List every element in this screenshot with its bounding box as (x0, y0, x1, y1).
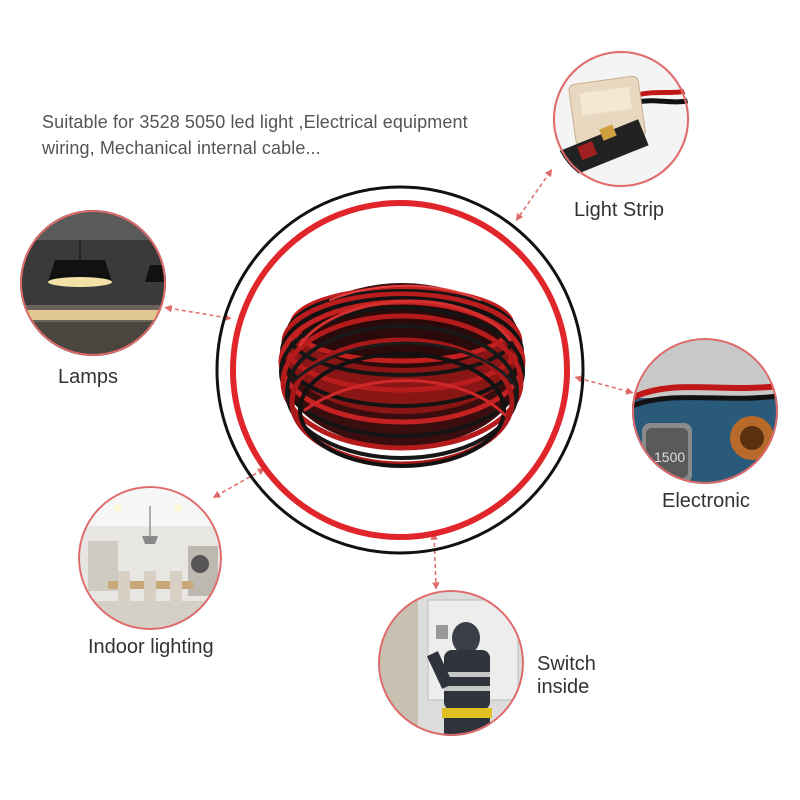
connector-electronic (574, 375, 634, 395)
label-lamps: Lamps (58, 366, 119, 388)
switch-inside-thumbnail (378, 590, 524, 736)
dining-room-image (78, 486, 222, 630)
label-electronic: Electronic (662, 490, 750, 512)
led-strip-connector-image (552, 50, 690, 188)
connector-indoor (212, 468, 266, 498)
intro-line-2: wiring, Mechanical internal cable... (42, 138, 321, 158)
indoor-lighting-thumbnail (78, 486, 222, 630)
label-light-strip: Light Strip (574, 199, 665, 221)
outer-black-ring (215, 185, 585, 555)
wire-coil-image (278, 283, 526, 468)
circuit-board-image: 1500 (632, 338, 778, 484)
connector-switch (430, 532, 440, 590)
pendant-lamp-image (20, 210, 166, 356)
light-strip-thumbnail (552, 50, 690, 188)
connector-light-strip (515, 168, 553, 222)
connector-lamps (164, 304, 232, 322)
label-switch-line-1: Switch (537, 653, 596, 675)
electrician-image (378, 590, 524, 736)
electronic-thumbnail: 1500 (632, 338, 778, 484)
intro-line-1: Suitable for 3528 5050 led light ,Electr… (42, 112, 468, 132)
label-indoor-lighting: Indoor lighting (88, 636, 214, 658)
lamps-thumbnail (20, 210, 166, 356)
intro-text: Suitable for 3528 5050 led light ,Electr… (42, 109, 542, 161)
svg-text:1500: 1500 (654, 449, 685, 465)
label-switch-inside: Switch inside (537, 653, 596, 699)
label-switch-line-2: inside (537, 676, 590, 698)
